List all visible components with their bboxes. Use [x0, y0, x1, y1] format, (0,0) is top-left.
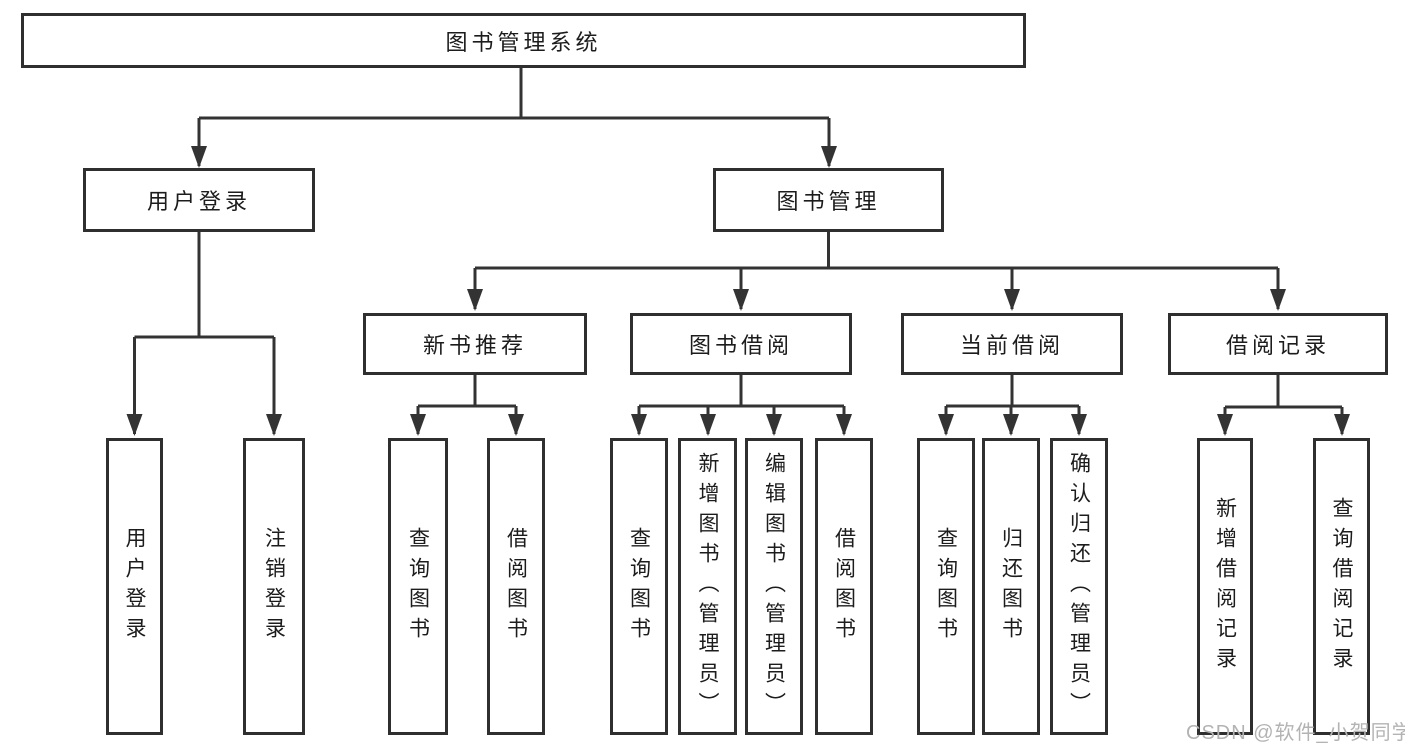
connector-book-mgmt-children [467, 232, 1286, 311]
node-nbr-query-books: 查询图书 [388, 438, 448, 735]
node-bb-query-books: 查询图书 [610, 438, 668, 735]
node-new-book-rec-label: 新书推荐 [422, 333, 527, 358]
node-cb-return-books: 归还图书 [982, 438, 1040, 735]
node-cb-return-books-label: 归还图书 [999, 526, 1023, 647]
node-bb-borrow-books-label: 借阅图书 [832, 526, 856, 647]
connector-book-borrow-children [631, 375, 852, 436]
node-book-mgmt-label: 图书管理 [776, 189, 881, 214]
node-ul-logout-label: 注销登录 [262, 526, 286, 647]
connector-root-to-level2 [191, 68, 837, 168]
connector-borrow-records-children [1217, 375, 1350, 436]
connector-user-login-children [126, 232, 282, 436]
node-current-borrow-label: 当前借阅 [959, 333, 1064, 358]
node-cb-confirm-return: 确认归还（管理员） [1050, 438, 1108, 735]
node-bb-edit-books: 编辑图书（管理员） [745, 438, 803, 735]
node-root-label: 图书管理系统 [445, 29, 602, 55]
node-bb-borrow-books: 借阅图书 [815, 438, 873, 735]
node-user-login: 用户登录 [83, 168, 315, 232]
node-nbr-borrow-books-label: 借阅图书 [504, 526, 528, 647]
node-nbr-query-books-label: 查询图书 [406, 526, 430, 647]
csdn-watermark: CSDN @软件_小贺同学 [1186, 722, 1405, 744]
node-br-query-record-label: 查询借阅记录 [1330, 496, 1354, 677]
node-ul-user-login-label: 用户登录 [123, 526, 147, 647]
node-br-query-record: 查询借阅记录 [1313, 438, 1370, 735]
connector-new-book-rec-children [410, 375, 524, 436]
node-borrow-records-label: 借阅记录 [1225, 333, 1330, 358]
node-book-borrow: 图书借阅 [630, 313, 852, 375]
node-cb-query-books: 查询图书 [917, 438, 975, 735]
node-ul-user-login: 用户登录 [106, 438, 163, 735]
node-bb-query-books-label: 查询图书 [627, 526, 651, 647]
node-book-mgmt: 图书管理 [713, 168, 944, 232]
node-book-borrow-label: 图书借阅 [688, 333, 793, 358]
node-br-add-record: 新增借阅记录 [1197, 438, 1253, 735]
node-cb-query-books-label: 查询图书 [934, 526, 958, 647]
node-user-login-label: 用户登录 [146, 189, 251, 214]
node-borrow-records: 借阅记录 [1168, 313, 1388, 375]
node-bb-add-books: 新增图书（管理员） [678, 438, 737, 735]
node-nbr-borrow-books: 借阅图书 [487, 438, 545, 735]
node-cb-confirm-return-label: 确认归还（管理员） [1067, 451, 1091, 722]
connector-current-borrow-children [938, 375, 1087, 436]
node-root: 图书管理系统 [21, 13, 1026, 68]
node-bb-edit-books-label: 编辑图书（管理员） [762, 451, 786, 722]
node-current-borrow: 当前借阅 [901, 313, 1123, 375]
node-bb-add-books-label: 新增图书（管理员） [696, 451, 720, 722]
node-br-add-record-label: 新增借阅记录 [1213, 496, 1237, 677]
node-new-book-rec: 新书推荐 [363, 313, 587, 375]
node-ul-logout: 注销登录 [243, 438, 305, 735]
